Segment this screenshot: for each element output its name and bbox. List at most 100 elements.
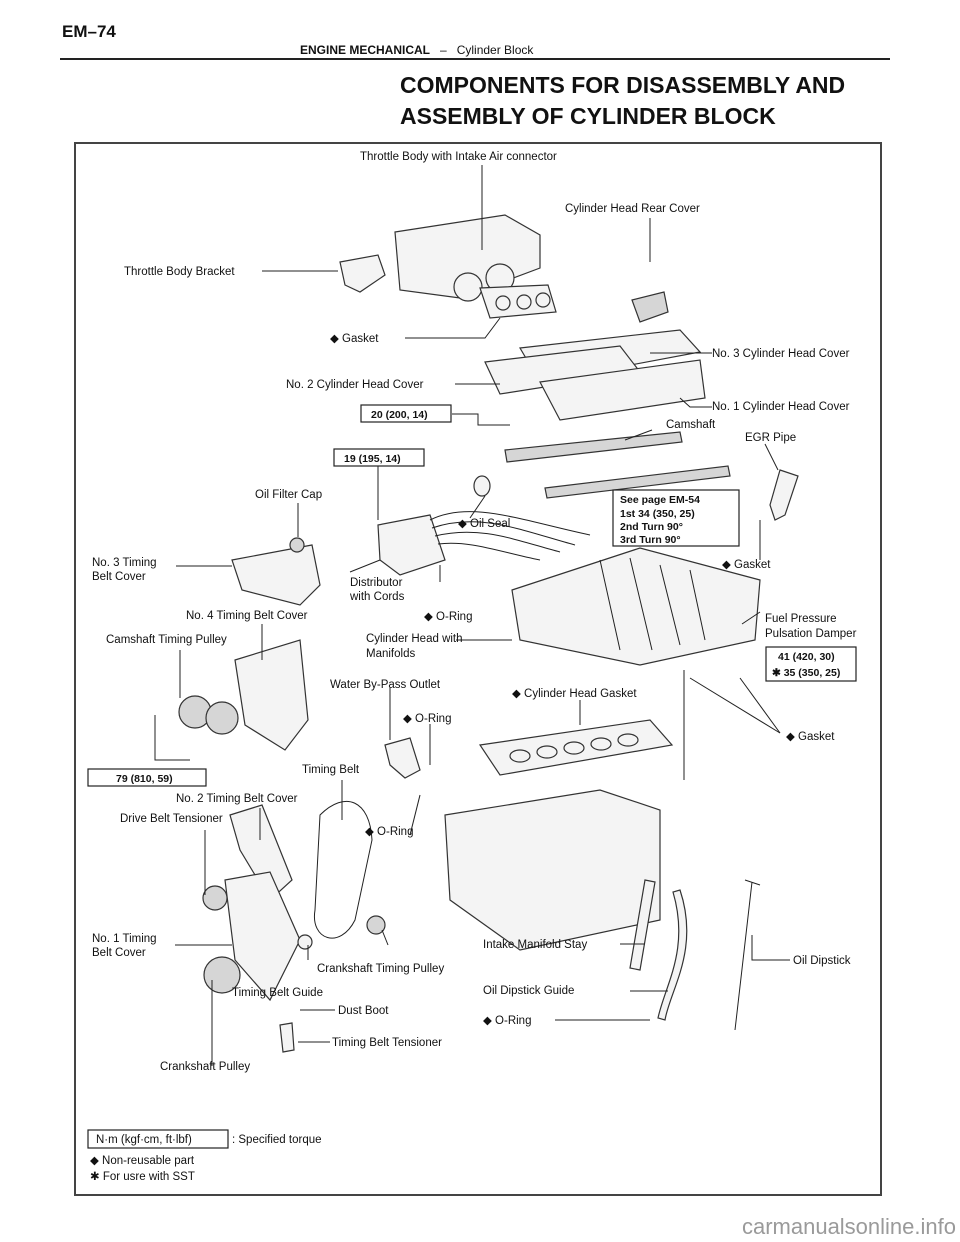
label-oil-filter-cap: Oil Filter Cap xyxy=(255,489,322,501)
label-fuel-damper-2: Pulsation Damper xyxy=(765,628,857,640)
label-no1-tb-cover-2: Belt Cover xyxy=(92,947,146,959)
torque-box-cam-pulley xyxy=(87,768,207,787)
label-o-ring-block: ◆ O-Ring xyxy=(365,826,413,838)
torque-distributor: 19 (195, 14) xyxy=(344,453,401,465)
label-no1-head-cover: No. 1 Cylinder Head Cover xyxy=(712,401,850,413)
page-title-line-1: COMPONENTS FOR DISASSEMBLY AND xyxy=(400,72,846,98)
label-crank-pulley: Crankshaft Pulley xyxy=(160,1061,250,1073)
label-timing-belt: Timing Belt xyxy=(302,764,360,776)
label-no2-tb-cover: No. 2 Timing Belt Cover xyxy=(176,793,298,805)
leader-lines xyxy=(154,165,790,1066)
torque-step-1: 1st 34 (350, 25) xyxy=(620,508,695,520)
label-tb-tensioner: Timing Belt Tensioner xyxy=(332,1037,442,1049)
label-distributor-1: Distributor xyxy=(350,577,403,589)
label-oil-seal: ◆ Oil Seal xyxy=(458,518,510,530)
torque-box-cylinder-head xyxy=(765,646,857,682)
section-name: ENGINE MECHANICAL xyxy=(300,43,431,57)
label-throttle-bracket: Throttle Body Bracket xyxy=(124,266,235,278)
label-o-ring-dist: ◆ O-Ring xyxy=(424,611,472,623)
throttle-bracket-drawing xyxy=(339,254,386,293)
legend-unit-box-text: N·m (kgf·cm, ft·lbf) xyxy=(96,1134,192,1146)
distributor-cords-drawing xyxy=(429,511,591,561)
running-head: ENGINE MECHANICAL–Cylinder Block xyxy=(300,43,533,57)
crank-timing-pulley-drawing xyxy=(366,915,386,935)
crank-pulley-drawing xyxy=(203,956,241,994)
throttle-body-drawing xyxy=(394,214,557,319)
no1-tb-cover-drawing xyxy=(224,871,301,1002)
oil-seal-drawing xyxy=(473,475,491,497)
page-number: EM–74 xyxy=(62,22,116,41)
timing-belt-drawing xyxy=(314,800,373,939)
header-rule xyxy=(60,58,890,60)
watermark: carmanualsonline.info xyxy=(741,1214,956,1239)
label-gasket-right: ◆ Gasket xyxy=(786,731,835,743)
torque-box-see-page xyxy=(612,489,740,547)
torque-step-3: 3rd Turn 90° xyxy=(620,534,681,546)
page-title: COMPONENTS FOR DISASSEMBLY AND ASSEMBLY … xyxy=(400,70,900,132)
label-cam-pulley: Camshaft Timing Pulley xyxy=(106,634,227,646)
water-bypass-drawing xyxy=(384,737,421,779)
tb-tensioner-drawing xyxy=(279,1022,295,1053)
label-fuel-damper-1: Fuel Pressure xyxy=(765,613,837,625)
label-no1-tb-cover-1: No. 1 Timing xyxy=(92,933,157,945)
cam-pulley-2-drawing xyxy=(205,701,239,735)
torque-box-distributor xyxy=(333,448,425,467)
no2-tb-cover-drawing xyxy=(229,804,293,901)
label-no2-head-cover: No. 2 Cylinder Head Cover xyxy=(286,379,424,391)
label-no3-head-cover: No. 3 Cylinder Head Cover xyxy=(712,348,850,360)
subsection-name: Cylinder Block xyxy=(456,43,534,57)
cam-pulley-1-drawing xyxy=(178,695,212,729)
label-oil-dipstick-guide: Oil Dipstick Guide xyxy=(483,985,574,997)
label-gasket-top: ◆ Gasket xyxy=(330,333,379,345)
label-head-rear-cover: Cylinder Head Rear Cover xyxy=(565,203,700,215)
label-camshaft: Camshaft xyxy=(666,419,716,431)
torque-head-1: 41 (420, 30) xyxy=(778,651,835,663)
label-head-gasket: ◆ Cylinder Head Gasket xyxy=(512,688,637,700)
diagram-frame xyxy=(74,142,882,1196)
torque-head-cover: 20 (200, 14) xyxy=(371,409,428,421)
label-oil-dipstick: Oil Dipstick xyxy=(793,955,851,967)
label-distributor-2: with Cords xyxy=(349,591,405,603)
torque-head-2: ✱ 35 (350, 25) xyxy=(772,667,840,679)
torque-step-2: 2nd Turn 90° xyxy=(620,521,683,533)
dipstick-guide-drawing xyxy=(657,889,688,1021)
legend-unit-text: : Specified torque xyxy=(232,1134,322,1146)
camshaft-2-drawing xyxy=(544,465,731,499)
label-gasket-egr: ◆ Gasket xyxy=(722,559,771,571)
timing-belt-guide-drawing xyxy=(297,934,313,950)
no4-tb-cover-drawing xyxy=(234,639,309,751)
rear-cover-drawing xyxy=(631,291,669,323)
intake-stay-drawing xyxy=(629,879,656,971)
label-no4-tb-cover: No. 4 Timing Belt Cover xyxy=(186,610,308,622)
cylinder-block-drawing xyxy=(444,789,661,951)
no1-head-cover-drawing xyxy=(539,359,706,421)
legend-unit-box xyxy=(87,1129,229,1149)
cylinder-head-drawing xyxy=(511,547,761,666)
header-separator: – xyxy=(440,43,447,57)
label-throttle-body: Throttle Body with Intake Air connector xyxy=(360,151,557,163)
egr-pipe-drawing xyxy=(769,469,799,521)
distributor-drawing xyxy=(377,514,446,576)
oil-dipstick-drawing xyxy=(734,879,761,1031)
label-o-ring-water: ◆ O-Ring xyxy=(403,713,451,725)
legend-sst: ✱ For usre with SST xyxy=(90,1171,195,1183)
no3-tb-cover-drawing xyxy=(231,544,321,606)
label-o-ring-guide: ◆ O-Ring xyxy=(483,1015,531,1027)
label-no3-tb-cover-2: Belt Cover xyxy=(92,571,146,583)
legend-non-reusable: ◆ Non-reusable part xyxy=(90,1155,195,1167)
label-head-manifolds-2: Manifolds xyxy=(366,648,415,660)
torque-box-head-cover xyxy=(360,404,452,423)
torque-see-page: See page EM-54 xyxy=(620,494,700,506)
head-gasket-bores xyxy=(509,733,639,763)
label-timing-belt-guide: Timing Belt Guide xyxy=(232,987,323,999)
label-egr-pipe: EGR Pipe xyxy=(745,432,796,444)
page-title-line-2: ASSEMBLY OF CYLINDER BLOCK xyxy=(400,103,776,129)
drive-belt-tensioner-drawing xyxy=(202,885,228,911)
label-intake-stay: Intake Manifold Stay xyxy=(483,939,587,951)
label-crank-timing-pulley: Crankshaft Timing Pulley xyxy=(317,963,444,975)
label-dust-boot: Dust Boot xyxy=(338,1005,389,1017)
label-water-bypass: Water By-Pass Outlet xyxy=(330,679,441,691)
label-no3-tb-cover-1: No. 3 Timing xyxy=(92,557,157,569)
label-drive-belt-tensioner: Drive Belt Tensioner xyxy=(120,813,223,825)
